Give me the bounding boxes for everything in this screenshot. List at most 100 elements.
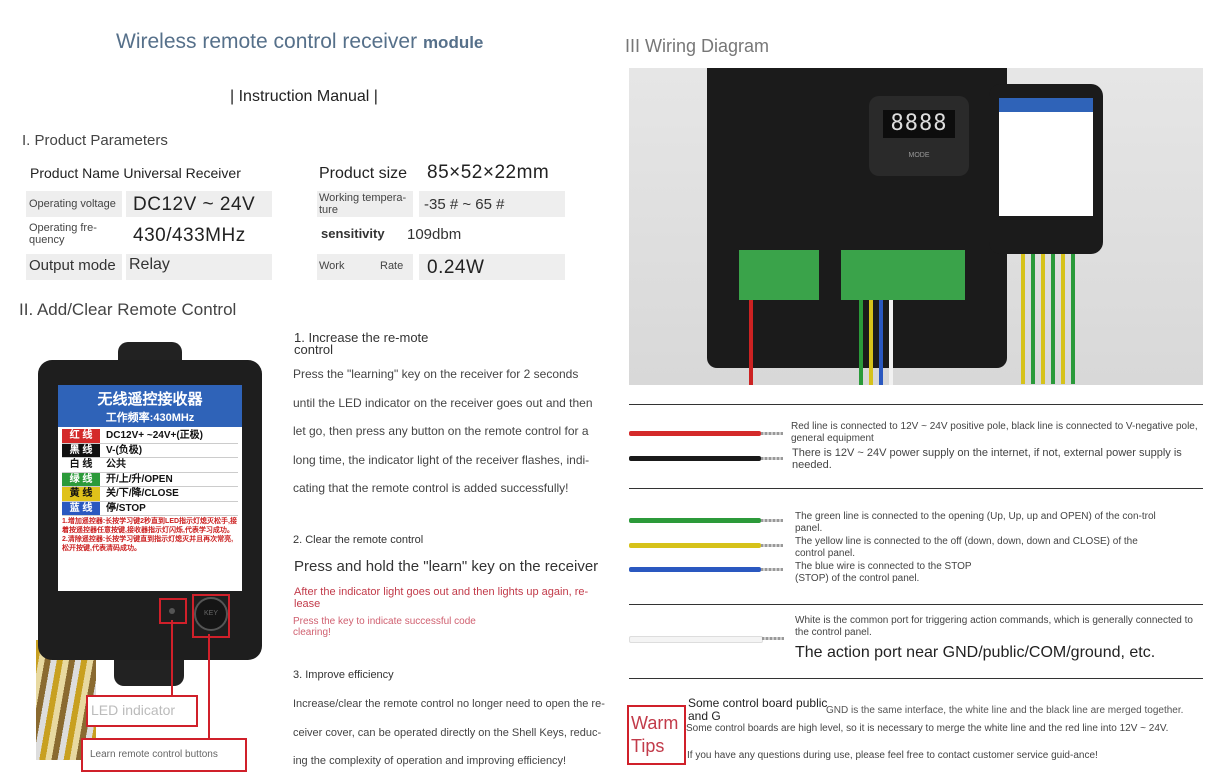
learn-button-callout: Learn remote control buttons bbox=[81, 738, 247, 772]
mode-text: MODE bbox=[908, 152, 930, 159]
step3-body: Increase/clear the remote control no lon… bbox=[293, 698, 605, 767]
receiver-small bbox=[989, 84, 1103, 254]
warm-tips-badge: Warm Tips bbox=[627, 705, 686, 765]
param-temp-value: -35 # ~ 65 # bbox=[424, 196, 505, 213]
param-cell bbox=[317, 254, 413, 280]
green-text: The green line is connected to the openi… bbox=[795, 511, 1156, 534]
tips-line1a: Some control board public and G bbox=[688, 696, 828, 723]
led-highlight-frame bbox=[159, 598, 187, 624]
divider bbox=[629, 488, 1203, 489]
wire-tip bbox=[761, 457, 783, 460]
param-work-label: Work bbox=[319, 260, 345, 272]
receiver-label: 无线遥控接收器 工作频率:430MHz 红 线 DC12V+ ~24V+(正极) 黑… bbox=[58, 385, 242, 591]
receiver-label-row: 绿 线开/上/升/OPEN bbox=[62, 472, 238, 487]
display-panel: 8888 MODE bbox=[869, 96, 969, 176]
terminal-block-right bbox=[841, 250, 965, 300]
green-wire-icon bbox=[629, 518, 761, 523]
receiver-small-wires bbox=[1021, 254, 1081, 384]
receiver-label-title: 无线遥控接收器 bbox=[58, 385, 242, 409]
param-output-value: Relay bbox=[129, 256, 170, 273]
wire-color-name: 黑 线 bbox=[62, 443, 100, 457]
yellow-wire-icon bbox=[629, 543, 761, 548]
param-sensitivity-value: 109dbm bbox=[407, 226, 462, 243]
param-cell bbox=[126, 254, 272, 280]
wire-tip bbox=[762, 637, 784, 640]
wire-color-desc: V-(负极) bbox=[106, 444, 143, 456]
param-label: Product Name bbox=[30, 165, 120, 181]
param-rate-label: Rate bbox=[380, 260, 404, 272]
wire-color-name: 红 线 bbox=[62, 429, 100, 443]
red-wire-icon bbox=[629, 431, 761, 436]
divider bbox=[629, 604, 1203, 605]
wire-color-desc: 关/下/降/CLOSE bbox=[106, 488, 179, 499]
step2-red-note1: After the indicator light goes out and t… bbox=[294, 586, 589, 610]
divider bbox=[629, 404, 1203, 405]
param-value: Universal Receiver bbox=[123, 165, 241, 181]
receiver-photo: 无线遥控接收器 工作频率:430MHz 红 线 DC12V+ ~24V+(正极) 黑… bbox=[26, 340, 276, 760]
red-black-text1: Red line is connected to 12V ~ 24V posit… bbox=[791, 421, 1198, 444]
step2-title: 2. Clear the remote control bbox=[293, 534, 424, 546]
divider bbox=[629, 678, 1203, 679]
param-output-label: Output mode bbox=[29, 257, 116, 274]
wire-color-name: 蓝 线 bbox=[62, 501, 100, 515]
photo-red-wire bbox=[749, 300, 753, 385]
blue-text: The blue wire is connected to the STOP (… bbox=[795, 561, 972, 584]
yellow-text: The yellow line is connected to the off … bbox=[795, 536, 1138, 559]
receiver-label-row: 白 线公共 bbox=[62, 458, 238, 473]
param-rate-value: 0.24W bbox=[427, 257, 485, 278]
wire-color-desc: 停/STOP bbox=[106, 502, 146, 514]
param-voltage-label: Operating voltage bbox=[29, 198, 116, 210]
param-product-size-value: 85×52×22mm bbox=[427, 162, 550, 183]
section-add-clear: II. Add/Clear Remote Control bbox=[19, 300, 237, 319]
photo-yellow-wire bbox=[869, 300, 873, 385]
manual-heading: | Instruction Manual | bbox=[230, 88, 378, 105]
wire-color-desc: 公共 bbox=[106, 459, 126, 470]
tips-line2: Some control boards are high level, so i… bbox=[686, 723, 1169, 734]
wire-color-name: 白 线 bbox=[62, 458, 100, 472]
blue-wire-icon bbox=[629, 567, 761, 572]
param-cell bbox=[419, 191, 565, 217]
wire-tip bbox=[761, 519, 783, 522]
tips-line1b: GND is the same interface, the white lin… bbox=[826, 705, 1184, 716]
param-product-size-label: Product size bbox=[319, 165, 408, 182]
key-pointer-line bbox=[208, 634, 210, 738]
warm-tips-label2: Tips bbox=[631, 736, 665, 756]
param-product-name: Product Name Universal Receiver bbox=[30, 165, 241, 181]
mount-tab bbox=[114, 656, 184, 686]
receiver-label-row: 黑 线 V-(负极) bbox=[62, 443, 238, 458]
title-text: Wireless remote control receiver bbox=[116, 30, 418, 53]
wire-tip bbox=[761, 544, 783, 547]
led-dot bbox=[169, 608, 175, 614]
white-wire-icon bbox=[629, 636, 763, 643]
white-text2: The action port near GND/public/COM/grou… bbox=[795, 644, 1156, 661]
step1-body: Press the "learning" key on the receiver… bbox=[293, 367, 593, 495]
param-freq-label: Operating fre-quency bbox=[29, 222, 97, 246]
photo-blue-wire bbox=[879, 300, 883, 385]
step2-red-note2: Press the key to indicate successful cod… bbox=[293, 616, 476, 638]
receiver-label-row: 蓝 线停/STOP bbox=[62, 501, 238, 516]
section-wiring-diagram: III Wiring Diagram bbox=[625, 36, 770, 56]
warm-tips-label1: Warm bbox=[631, 713, 679, 733]
wire-color-desc: 开/上/升/OPEN bbox=[106, 473, 173, 485]
led-indicator-callout: LED indicator bbox=[86, 695, 198, 727]
key-highlight-frame bbox=[192, 594, 230, 638]
param-sensitivity-label: sensitivity bbox=[321, 226, 385, 241]
param-cell bbox=[26, 191, 122, 217]
receiver-label-row: 红 线 DC12V+ ~24V+(正极) bbox=[62, 429, 238, 444]
param-cell bbox=[317, 191, 413, 217]
receiver-small-label bbox=[999, 98, 1093, 216]
black-wire-icon bbox=[629, 456, 761, 461]
white-text1: White is the common port for triggering … bbox=[795, 615, 1193, 638]
wiring-photo: 8888 MODE bbox=[629, 68, 1203, 385]
key-button-icon: KEY bbox=[194, 597, 228, 631]
wire-color-desc: DC12V+ ~24V+(正极) bbox=[106, 430, 203, 441]
receiver-label-freq: 工作频率:430MHz bbox=[58, 409, 242, 427]
receiver-small-title-bar bbox=[999, 98, 1093, 112]
page-title: Wireless remote control receiver module bbox=[116, 30, 483, 54]
photo-white-wire bbox=[889, 300, 893, 385]
receiver-label-row: 黄 线关/下/降/CLOSE bbox=[62, 487, 238, 502]
param-cell bbox=[26, 254, 122, 280]
param-voltage-value: DC12V ~ 24V bbox=[133, 194, 256, 215]
param-freq-value: 430/433MHz bbox=[133, 225, 246, 246]
